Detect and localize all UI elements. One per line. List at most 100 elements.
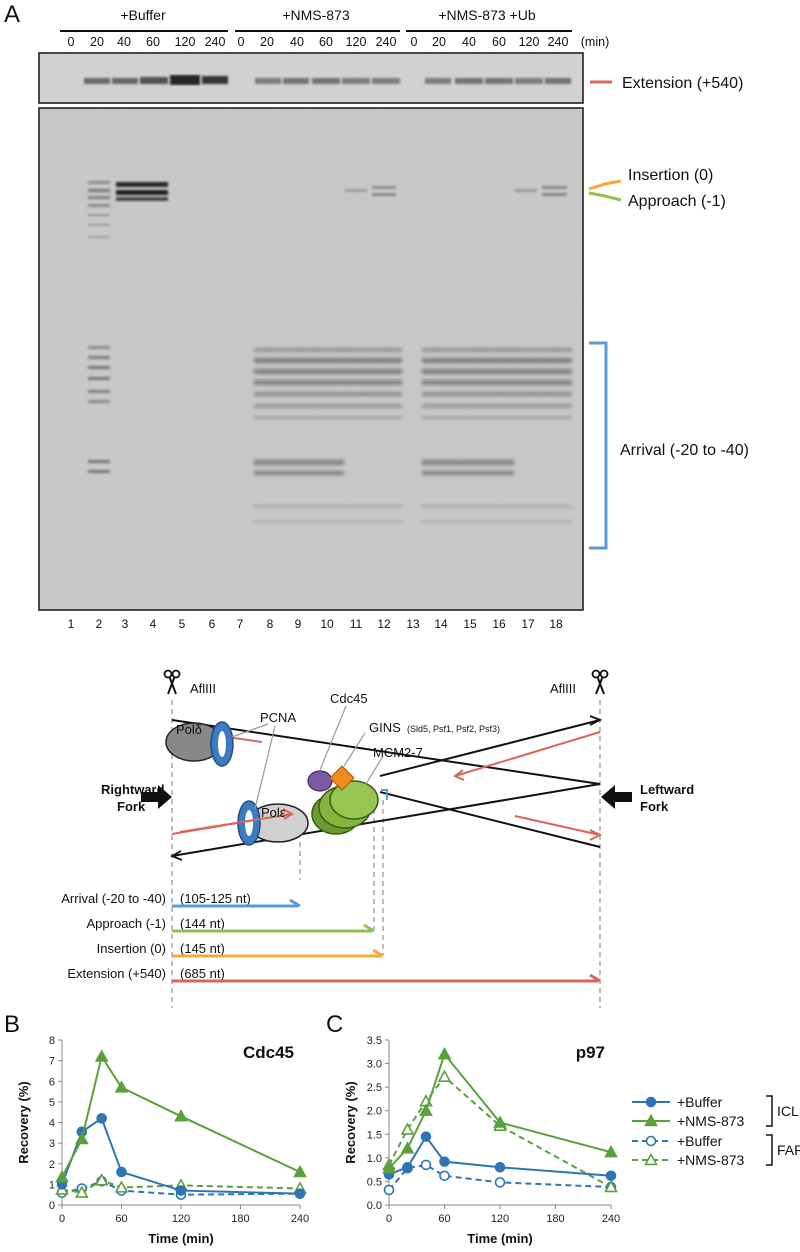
data-point bbox=[175, 1185, 187, 1196]
condition-nms873-ub: +NMS-873 +Ub bbox=[438, 7, 535, 23]
data-point bbox=[419, 1103, 433, 1116]
product-insertion: Insertion (0) (145 nt) bbox=[97, 941, 384, 958]
panel-c-letter: C bbox=[326, 1011, 343, 1038]
x-tick-label: 120 bbox=[172, 1213, 190, 1225]
y-tick-label: 1.5 bbox=[367, 1129, 382, 1141]
panel-b-letter: B bbox=[4, 1011, 20, 1038]
y-tick-label: 0.5 bbox=[367, 1176, 382, 1188]
product-size: (145 nt) bbox=[180, 941, 225, 956]
tp-13: 0 bbox=[411, 35, 418, 49]
restriction-site-right: AflIII bbox=[550, 681, 576, 696]
y-tick-label: 3.5 bbox=[367, 1035, 382, 1047]
series-line bbox=[61, 1180, 301, 1196]
label-pcna: PCNA bbox=[260, 710, 296, 725]
label-arrival: Arrival (-20 to -40) bbox=[620, 442, 749, 459]
x-tick-label: 240 bbox=[602, 1213, 620, 1225]
y-tick-label: 3 bbox=[49, 1138, 55, 1150]
lane-number: 12 bbox=[377, 617, 391, 631]
data-point bbox=[55, 1170, 69, 1183]
data-point bbox=[400, 1122, 415, 1135]
arrival-bracket bbox=[589, 341, 608, 550]
time-unit: (min) bbox=[581, 35, 609, 49]
label-insertion: Insertion (0) bbox=[628, 167, 713, 184]
data-point bbox=[174, 1109, 188, 1122]
data-point bbox=[294, 1188, 306, 1199]
x-tick-label: 60 bbox=[115, 1213, 127, 1225]
y-tick-label: 2 bbox=[49, 1159, 55, 1171]
data-point bbox=[604, 1145, 618, 1158]
x-tick-label: 120 bbox=[491, 1213, 509, 1225]
y-axis-label: Recovery (%) bbox=[343, 1081, 358, 1163]
tp-17: 120 bbox=[519, 35, 540, 49]
label-gins: GINS bbox=[369, 720, 401, 735]
x-tick-label: 60 bbox=[438, 1213, 450, 1225]
data-point bbox=[402, 1161, 413, 1173]
legend-label: +NMS-873 bbox=[677, 1152, 745, 1168]
product-extension: Extension (+540) (685 nt) bbox=[67, 966, 601, 983]
label-pold: Polδ bbox=[176, 722, 202, 737]
product-size: (105-125 nt) bbox=[180, 891, 251, 906]
series-icl-nms-873 bbox=[382, 1046, 618, 1174]
chart-title: p97 bbox=[576, 1043, 605, 1062]
y-tick-label: 0.0 bbox=[367, 1200, 382, 1212]
data-point bbox=[420, 1131, 432, 1142]
tp-11: 120 bbox=[346, 35, 367, 49]
x-tick-label: 180 bbox=[231, 1213, 249, 1225]
lane-number: 15 bbox=[463, 617, 477, 631]
data-point bbox=[96, 1113, 107, 1124]
product-size: (144 nt) bbox=[180, 916, 225, 931]
label-gins-subunits: (Sld5, Psf1, Psf2, Psf3) bbox=[407, 724, 500, 734]
product-label: Approach (-1) bbox=[87, 916, 166, 931]
x-axis-label: Time (min) bbox=[467, 1231, 533, 1246]
leftward-arrow-icon bbox=[601, 785, 632, 809]
timepoint-headers: 0 20 40 60 120 240 0 20 40 60 120 240 0 … bbox=[68, 35, 610, 49]
data-point bbox=[383, 1184, 395, 1196]
product-label: Extension (+540) bbox=[67, 966, 166, 981]
data-point bbox=[493, 1115, 507, 1128]
legend-label: +Buffer bbox=[677, 1133, 723, 1149]
lane-number: 10 bbox=[320, 617, 334, 631]
data-point bbox=[382, 1161, 396, 1174]
lane-number: 11 bbox=[350, 617, 363, 631]
lane-number: 5 bbox=[179, 617, 186, 631]
data-point bbox=[494, 1177, 506, 1188]
lane-number: 9 bbox=[295, 617, 302, 631]
gel-main bbox=[38, 107, 584, 611]
legend-label: +Buffer bbox=[677, 1094, 723, 1110]
y-tick-label: 7 bbox=[49, 1056, 55, 1068]
product-approach: Approach (-1) (144 nt) bbox=[87, 916, 375, 933]
y-tick-label: 5 bbox=[49, 1097, 55, 1109]
tp-6: 240 bbox=[205, 35, 226, 49]
series-icl-buffer bbox=[383, 1131, 617, 1182]
chart-title: Cdc45 bbox=[243, 1043, 294, 1062]
tp-9: 40 bbox=[290, 35, 304, 49]
panel-a-letter: A bbox=[4, 1, 20, 28]
tp-4: 60 bbox=[146, 35, 160, 49]
gel-extension bbox=[38, 52, 584, 104]
tp-16: 60 bbox=[492, 35, 506, 49]
label-extension: Extension (+540) bbox=[622, 75, 743, 92]
data-point bbox=[644, 1152, 658, 1166]
data-point bbox=[437, 1046, 452, 1060]
y-axis-label: Recovery (%) bbox=[16, 1081, 31, 1163]
product-label: Arrival (-20 to -40) bbox=[61, 891, 166, 906]
label-leftward-fork: Fork bbox=[640, 799, 669, 814]
legend-bracket bbox=[766, 1095, 773, 1127]
lane-number: 13 bbox=[406, 617, 420, 631]
product-size: (685 nt) bbox=[180, 966, 225, 981]
lane-number: 2 bbox=[96, 617, 103, 631]
data-point bbox=[604, 1179, 618, 1193]
label-mcm: MCM2-7 bbox=[373, 745, 423, 760]
restriction-site-left: AflIII bbox=[190, 681, 216, 696]
approach-marker bbox=[588, 191, 622, 202]
lane-number: 8 bbox=[267, 617, 274, 631]
condition-headers: +Buffer +NMS-873 +NMS-873 +Ub bbox=[60, 7, 572, 32]
lane-numbers: 1 2 3 4 5 6 7 8 9 10 11 12 13 14 15 16 1… bbox=[68, 617, 563, 631]
x-axis-label: Time (min) bbox=[148, 1231, 214, 1246]
tp-18: 240 bbox=[548, 35, 569, 49]
lane-number: 16 bbox=[492, 617, 506, 631]
x-tick-label: 240 bbox=[291, 1213, 309, 1225]
